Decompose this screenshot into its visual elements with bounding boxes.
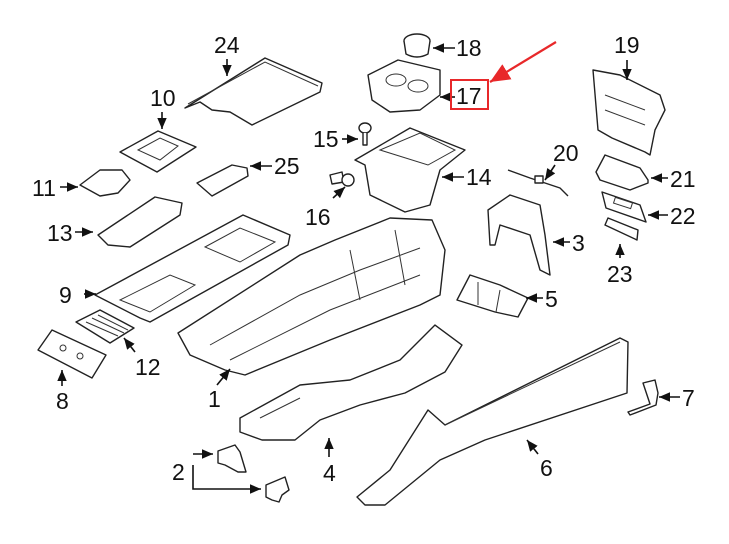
callout-10[interactable]: 10: [150, 85, 176, 111]
callout-20[interactable]: 20: [553, 140, 579, 166]
callout-19[interactable]: 19: [614, 32, 640, 58]
red-arrow-icon: [489, 41, 557, 83]
part-10-mat[interactable]: [119, 130, 197, 173]
callout-21[interactable]: 21: [670, 166, 696, 192]
callout-15[interactable]: 15: [313, 126, 339, 152]
callout-11[interactable]: 11: [32, 175, 56, 201]
callout-17[interactable]: 17: [456, 83, 482, 109]
part-14-storage-bin[interactable]: [354, 127, 466, 213]
part-4-side-panel-left[interactable]: [239, 324, 463, 441]
part-15-screw[interactable]: [358, 122, 372, 146]
callout-3[interactable]: 3: [572, 230, 585, 256]
part-23-cover[interactable]: [604, 217, 639, 241]
callout-7[interactable]: 7: [682, 385, 695, 411]
part-25-latch[interactable]: [196, 164, 249, 197]
callout-2[interactable]: 2: [172, 459, 185, 485]
callout-9[interactable]: 9: [59, 282, 72, 308]
part-22-outlet-bezel[interactable]: [601, 191, 647, 223]
callout-24[interactable]: 24: [214, 32, 240, 58]
part-13-module[interactable]: [97, 196, 183, 248]
part-9-top-trim-panel[interactable]: [94, 214, 291, 323]
highlight-callout-17: [450, 41, 557, 110]
callout-4[interactable]: 4: [323, 460, 336, 486]
callout-14[interactable]: 14: [466, 164, 492, 190]
callout-16[interactable]: 16: [305, 204, 331, 230]
callout-12[interactable]: 12: [135, 354, 161, 380]
callout-8[interactable]: 8: [56, 388, 69, 414]
callout-22[interactable]: 22: [670, 203, 696, 229]
part-6-side-panel-right[interactable]: [356, 337, 629, 506]
callout-13[interactable]: 13: [47, 220, 73, 246]
callout-1[interactable]: 1: [208, 386, 221, 412]
callout-25[interactable]: 25: [274, 153, 300, 179]
highlight-box: [450, 79, 489, 110]
part-11-bezel[interactable]: [79, 169, 131, 197]
part-5-vent-duct[interactable]: [456, 274, 529, 318]
callout-5[interactable]: 5: [545, 286, 558, 312]
part-21-ashtray[interactable]: [595, 154, 649, 191]
part-19-rear-trim-plate[interactable]: [592, 69, 666, 156]
part-3-mount-bracket[interactable]: [487, 194, 551, 276]
part-8-rear-panel[interactable]: [37, 329, 107, 379]
part-16-push-pin[interactable]: [329, 171, 355, 187]
callout-23[interactable]: 23: [607, 261, 633, 287]
part-24-armrest-lid[interactable]: [184, 57, 323, 126]
callout-18[interactable]: 18: [456, 35, 482, 61]
part-2-brackets[interactable]: [192, 444, 290, 503]
part-17-cup-holder[interactable]: [367, 59, 441, 113]
part-12-grille[interactable]: [75, 309, 135, 344]
leader-lines: [57, 43, 680, 457]
part-18-cup-insert[interactable]: [403, 33, 431, 58]
part-20-latch-rod[interactable]: [507, 169, 569, 197]
part-7-clip[interactable]: [627, 379, 659, 416]
callout-6[interactable]: 6: [540, 455, 553, 481]
